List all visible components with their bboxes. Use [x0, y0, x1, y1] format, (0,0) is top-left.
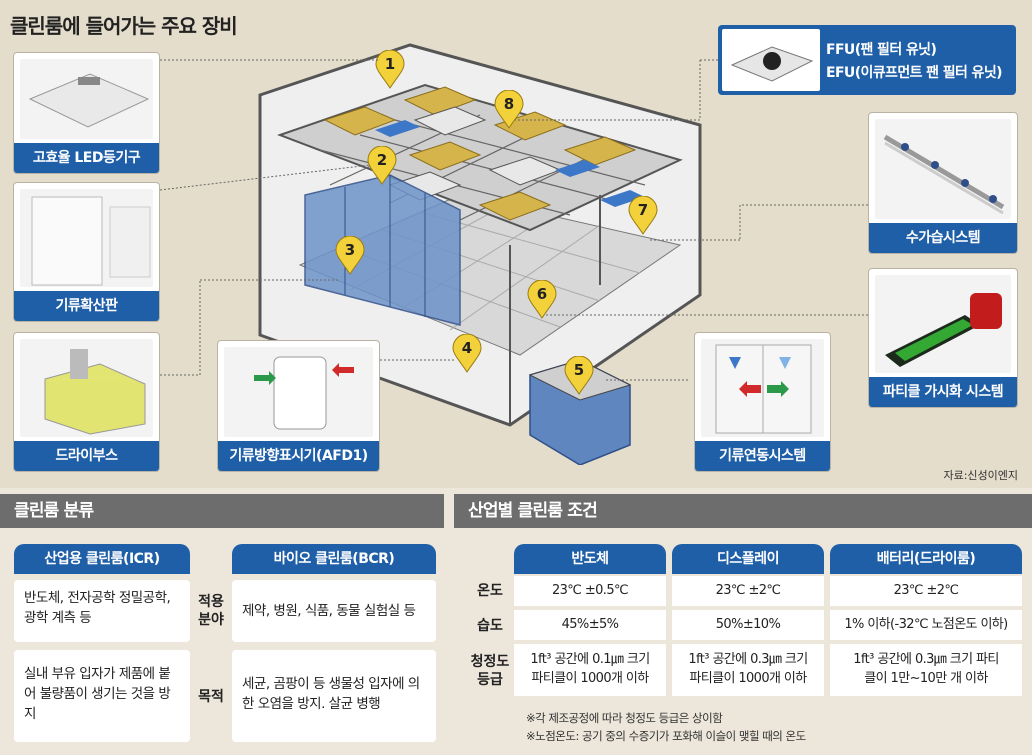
row-label-humidity: 습도 [477, 618, 503, 634]
cell-humid-display: 50%±10% [672, 610, 824, 640]
card-particle-visualization: 파티클 가시화 시스템 [868, 268, 1018, 408]
card-afd: 기류방향표시기(AFD1) [217, 340, 380, 472]
card-airflow-system-label: 기류연동시스템 [695, 441, 830, 471]
cell-clean-semiconductor: 1ft³ 공간에 0.1㎛ 크기 파티클이 1000개 이하 [514, 644, 666, 696]
icr-purpose: 실내 부유 입자가 제품에 붙어 불량품이 생기는 것을 방지 [14, 650, 190, 742]
marker-7: 7 [627, 196, 659, 236]
efu-label: EFU(이큐프먼트 팬 필터 유닛) [826, 65, 1003, 81]
card-diffuser: 기류확산판 [13, 182, 160, 322]
col-semiconductor: 반도체 [514, 544, 666, 574]
diffuser-image [20, 189, 153, 287]
card-led-fixture-label: 고효율 LED등기구 [14, 143, 159, 173]
cell-clean-battery: 1ft³ 공간에 0.3㎛ 크기 파티클이 1만~10만 개 이하 [830, 644, 1022, 696]
marker-8: 8 [493, 90, 525, 130]
ffu-image [722, 29, 820, 91]
col-display: 디스플레이 [672, 544, 824, 574]
airflow-system-image [701, 339, 824, 437]
marker-6: 6 [526, 280, 558, 320]
humidifier-image [875, 119, 1011, 219]
afd-image [224, 347, 373, 437]
marker-1: 1 [374, 50, 406, 90]
card-humidifier-label: 수가습시스템 [869, 223, 1017, 253]
card-particle-visualization-label: 파티클 가시화 시스템 [869, 377, 1017, 407]
card-diffuser-label: 기류확산판 [14, 291, 159, 321]
col-battery: 배터리(드라이룸) [830, 544, 1022, 574]
icr-title: 산업용 클린룸(ICR) [14, 544, 190, 574]
marker-5: 5 [563, 356, 595, 396]
source-credit: 자료:신성이엔지 [943, 469, 1018, 482]
particle-visualization-image [875, 275, 1011, 373]
page-title: 클린룸에 들어가는 주요 장비 [10, 14, 238, 38]
card-afd-label: 기류방향표시기(AFD1) [218, 441, 379, 471]
row-label-cleanliness: 청정도 등급 [470, 654, 510, 688]
note-cleanliness: ※각 제조공정에 따라 청정도 등급은 상이함 [526, 711, 723, 725]
marker-4: 4 [451, 334, 483, 374]
cleanroom-illustration [258, 43, 702, 465]
cell-humid-semiconductor: 45%±5% [514, 610, 666, 640]
led-fixture-image [20, 59, 153, 139]
note-dewpoint: ※노점온도: 공기 중의 수증기가 포화해 이슬이 맺힐 때의 온도 [526, 729, 806, 743]
leader-lines [159, 59, 868, 381]
row-label-temperature: 온도 [477, 583, 503, 599]
marker-3: 3 [334, 236, 366, 276]
field-label: 적용 분야 [198, 594, 224, 628]
card-humidifier: 수가습시스템 [868, 112, 1018, 254]
card-drybooth: 드라이부스 [13, 332, 160, 472]
drybooth-image [20, 339, 153, 437]
bcr-field: 제약, 병원, 식품, 동물 실험실 등 [232, 580, 436, 642]
classification-header: 클린룸 분류 [0, 494, 444, 528]
cell-humid-battery: 1% 이하(-32℃ 노점온도 이하) [830, 610, 1022, 640]
card-led-fixture: 고효율 LED등기구 [13, 52, 160, 174]
conditions-header: 산업별 클린룸 조건 [454, 494, 1032, 528]
cell-temp-display: 23℃ ±2℃ [672, 576, 824, 606]
icr-field: 반도체, 전자공학 정밀공학, 광학 계측 등 [14, 580, 190, 642]
marker-2: 2 [366, 146, 398, 186]
ffu-label: FFU(팬 필터 유닛) [826, 42, 937, 58]
cell-clean-display: 1ft³ 공간에 0.3㎛ 크기 파티클이 1000개 이하 [672, 644, 824, 696]
card-ffu: FFU(팬 필터 유닛) EFU(이큐프먼트 팬 필터 유닛) [718, 25, 1016, 95]
card-drybooth-label: 드라이부스 [14, 441, 159, 471]
purpose-label: 목적 [198, 689, 224, 705]
bcr-title: 바이오 클린룸(BCR) [232, 544, 436, 574]
card-airflow-system: 기류연동시스템 [694, 332, 831, 472]
cell-temp-semiconductor: 23℃ ±0.5℃ [514, 576, 666, 606]
cell-temp-battery: 23℃ ±2℃ [830, 576, 1022, 606]
bcr-purpose: 세균, 곰팡이 등 생물성 입자에 의한 오염을 방지. 살균 병행 [232, 650, 436, 742]
